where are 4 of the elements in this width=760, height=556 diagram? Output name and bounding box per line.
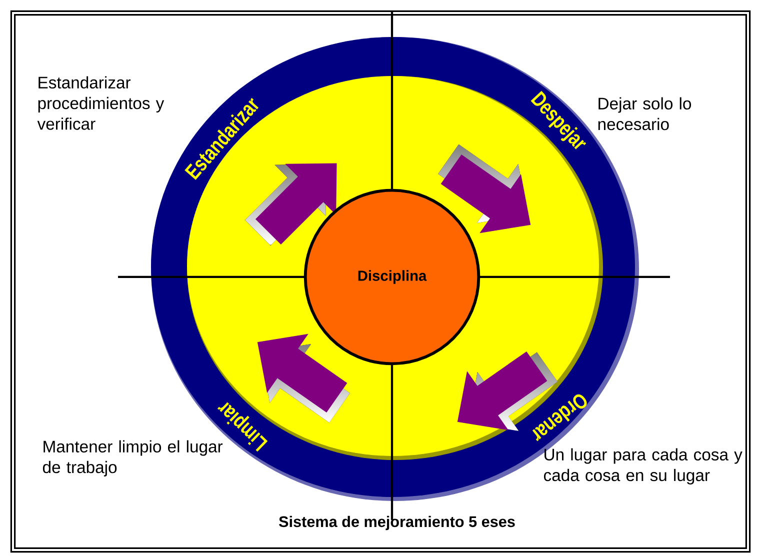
description-text: Un lugar para cada cosa y cada cosa en su lugar [544, 448, 742, 484]
description-text: Estandarizar procedimientos y verificar [37, 76, 164, 130]
caption: Sistema de mejoramiento 5 eses [278, 516, 515, 530]
description-text: Dejar solo lo necesario [598, 97, 692, 130]
